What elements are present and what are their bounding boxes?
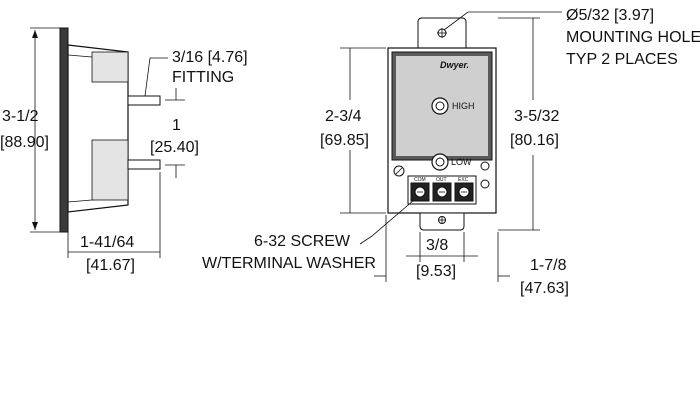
fitting-label: FITTING <box>172 69 234 86</box>
tab-width-mm: [9.53] <box>416 263 456 280</box>
low-port-inner <box>435 157 445 167</box>
side-boss-upper <box>91 51 129 83</box>
tab-width-in: 3/8 <box>426 237 448 254</box>
overall-height-in: 3-5/32 <box>514 108 559 125</box>
terminal-com-label: COM <box>414 177 426 183</box>
high-port-inner <box>435 101 445 111</box>
mounting-hole-qty: TYP 2 PLACES <box>566 51 678 68</box>
screw-leader <box>359 199 415 245</box>
mounting-hole-label: MOUNTING HOLE <box>566 29 700 46</box>
fitting-spacing-mm: [25.40] <box>150 139 199 156</box>
overall-width-mm: [47.63] <box>520 280 569 297</box>
front-view: Dwyer. HIGH LOW COM OUT EXC Ø5/32 [ <box>202 7 700 297</box>
terminal-out-label: OUT <box>436 177 447 183</box>
depth-mm: [41.67] <box>86 257 135 274</box>
mounting-hole-size: Ø5/32 [3.97] <box>566 7 654 24</box>
low-label: LOW <box>451 157 472 167</box>
adjust-screw-icon <box>393 165 405 177</box>
arrow-down-icon <box>32 222 38 230</box>
fitting-size: 3/16 [4.76] <box>172 49 248 66</box>
screw-label: 6-32 SCREW <box>254 233 351 250</box>
side-view: 3-1/2 [88.90] 3/16 [4.76] FITTING 1 [25.… <box>0 27 248 274</box>
overall-width-in: 1-7/8 <box>530 257 567 274</box>
body-height-in: 2-3/4 <box>325 108 362 125</box>
screw-slot <box>395 167 403 175</box>
lower-fitting <box>127 159 161 170</box>
screw-washer-label: W/TERMINAL WASHER <box>202 255 376 272</box>
arrow-up-icon <box>32 30 38 38</box>
side-height-in: 3-1/2 <box>2 108 39 125</box>
body-height-mm: [69.85] <box>320 132 369 149</box>
brand-logo: Dwyer. <box>440 60 469 70</box>
side-boss-lower <box>91 139 129 201</box>
high-label: HIGH <box>452 101 475 111</box>
overall-height-mm: [80.16] <box>510 132 559 149</box>
fitting-leader <box>144 57 168 97</box>
depth-in: 1-41/64 <box>80 234 134 251</box>
terminal-exc-label: EXC <box>458 177 469 183</box>
side-height-mm: [88.90] <box>0 134 49 151</box>
side-flange <box>59 27 69 233</box>
side-screw-icon <box>480 161 490 171</box>
mounting-hole-leader <box>443 11 562 31</box>
upper-fitting <box>127 95 161 106</box>
side-screw-icon <box>480 179 490 189</box>
fitting-spacing-in: 1 <box>172 117 181 134</box>
